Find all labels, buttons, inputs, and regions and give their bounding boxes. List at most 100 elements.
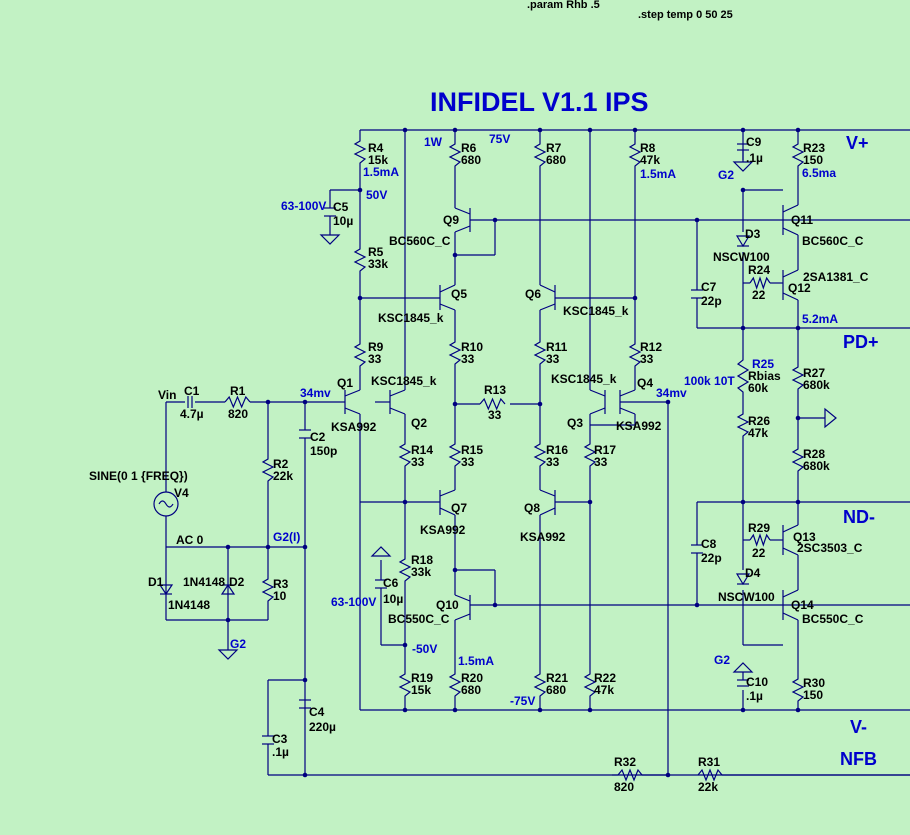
val-r2: 22k (273, 469, 293, 483)
net-75v: 75V (489, 132, 510, 146)
val-q12: 2SA1381_C (803, 270, 869, 284)
val-r24: 22 (752, 288, 766, 302)
val-r3: 10 (273, 589, 287, 603)
resistor-r11 (533, 338, 547, 368)
val-q11: BC560C_C (802, 234, 864, 248)
resistor-r18 (398, 555, 412, 585)
val-r32: 820 (614, 780, 634, 794)
val-c8: 22p (701, 551, 722, 565)
ref-r18: R18 (411, 553, 433, 567)
val-r27: 680k (803, 378, 830, 392)
ref-r17: R17 (594, 443, 616, 457)
resistor-r28 (791, 445, 805, 475)
ref-r21: R21 (546, 671, 568, 685)
rail-vminus: V- (850, 717, 867, 737)
ref-r4: R4 (368, 141, 384, 155)
val-r21: 680 (546, 683, 566, 697)
ref-c8: C8 (701, 537, 717, 551)
val-r23: 150 (803, 153, 823, 167)
ref-q14: Q14 (791, 598, 814, 612)
resistor-r25 (736, 355, 750, 395)
ref-q5: Q5 (451, 287, 467, 301)
ref-r1: R1 (230, 384, 246, 398)
resistor-r29 (749, 533, 771, 547)
net-34mv-left: 34mv (300, 386, 331, 400)
ref-r6: R6 (461, 141, 477, 155)
rail-pdplus: PD+ (843, 332, 879, 352)
resistor-r23 (791, 140, 805, 170)
net-g2i: G2(I) (273, 530, 300, 544)
val-r18: 33k (411, 565, 431, 579)
val-q6: KSC1845_k (563, 304, 629, 318)
ref-v4: V4 (174, 486, 189, 500)
val-r16: 33 (546, 455, 560, 469)
ref-c1: C1 (184, 384, 200, 398)
val-r5: 33k (368, 257, 388, 271)
text-layer: INFIDEL V1.1 IPS .param Rhb .5 .step tem… (89, 0, 879, 794)
ref-r26: R26 (748, 414, 770, 428)
ref-r16: R16 (546, 443, 568, 457)
net-50v: 50V (366, 188, 387, 202)
val-q5: KSC1845_k (378, 311, 444, 325)
resistor-r21 (533, 670, 547, 700)
resistor-r24 (749, 276, 771, 290)
ref-r2: R2 (273, 457, 289, 471)
ref-q2: Q2 (411, 416, 427, 430)
schematic-title: INFIDEL V1.1 IPS (430, 87, 649, 117)
ref-r24: R24 (748, 263, 770, 277)
val-r12: 33 (640, 352, 654, 366)
val-r17: 33 (594, 455, 608, 469)
val-r4: 15k (368, 153, 388, 167)
val-q3: KSC1845_k (551, 372, 617, 386)
resistor-r14 (398, 440, 412, 470)
resistor-r16 (533, 440, 547, 470)
ref-r22: R22 (594, 671, 616, 685)
net-100k-10t: 100k 10T (684, 374, 735, 388)
rail-nfb: NFB (840, 749, 877, 769)
val-r30: 150 (803, 688, 823, 702)
val-r15: 33 (461, 455, 475, 469)
ref-q4: Q4 (637, 376, 653, 390)
val-r10: 33 (461, 352, 475, 366)
val-c1: 4.7µ (180, 407, 204, 421)
ref-d2: D2 (229, 575, 245, 589)
val-c6: 10µ (383, 592, 403, 606)
ref-d1: D1 (148, 575, 164, 589)
val-r20: 680 (461, 683, 481, 697)
ref-c10: C10 (746, 675, 768, 689)
val-c2: 150p (310, 444, 337, 458)
net-63-100v-bottom: 63-100V (331, 595, 376, 609)
net-5-2ma: 5.2mA (802, 312, 838, 326)
ref-d3: D3 (745, 227, 761, 241)
resistors (224, 137, 910, 782)
resistor-r7 (533, 140, 547, 170)
param-directive: .param Rhb .5 (527, 0, 600, 11)
resistor-r20 (448, 670, 462, 700)
ref-r30: R30 (803, 676, 825, 690)
ref-c2: C2 (310, 430, 326, 444)
val-r25: Rbias (748, 369, 781, 383)
val-q8: KSA992 (520, 530, 566, 544)
net-minus50v: -50V (412, 642, 437, 656)
val-q4: KSA992 (616, 419, 662, 433)
source-spec: SINE(0 1 {FREQ}) (89, 469, 188, 483)
junctions (225, 127, 801, 778)
ref-r8: R8 (640, 141, 656, 155)
val-r22: 47k (594, 683, 614, 697)
resistor-r27 (791, 363, 805, 393)
ref-r15: R15 (461, 443, 483, 457)
ref-q8: Q8 (524, 501, 540, 515)
val-r13: 33 (488, 408, 502, 422)
resistor-r19 (398, 670, 412, 700)
ref-r9: R9 (368, 340, 384, 354)
ref-c4: C4 (309, 705, 325, 719)
ref-c9: C9 (746, 135, 762, 149)
ref-c7: C7 (701, 280, 717, 294)
ref-q13: Q13 (793, 530, 816, 544)
val-r25-nominal: 60k (748, 381, 768, 395)
ref-r11: R11 (546, 340, 568, 354)
val-c7: 22p (701, 294, 722, 308)
rail-vplus: V+ (846, 133, 869, 153)
